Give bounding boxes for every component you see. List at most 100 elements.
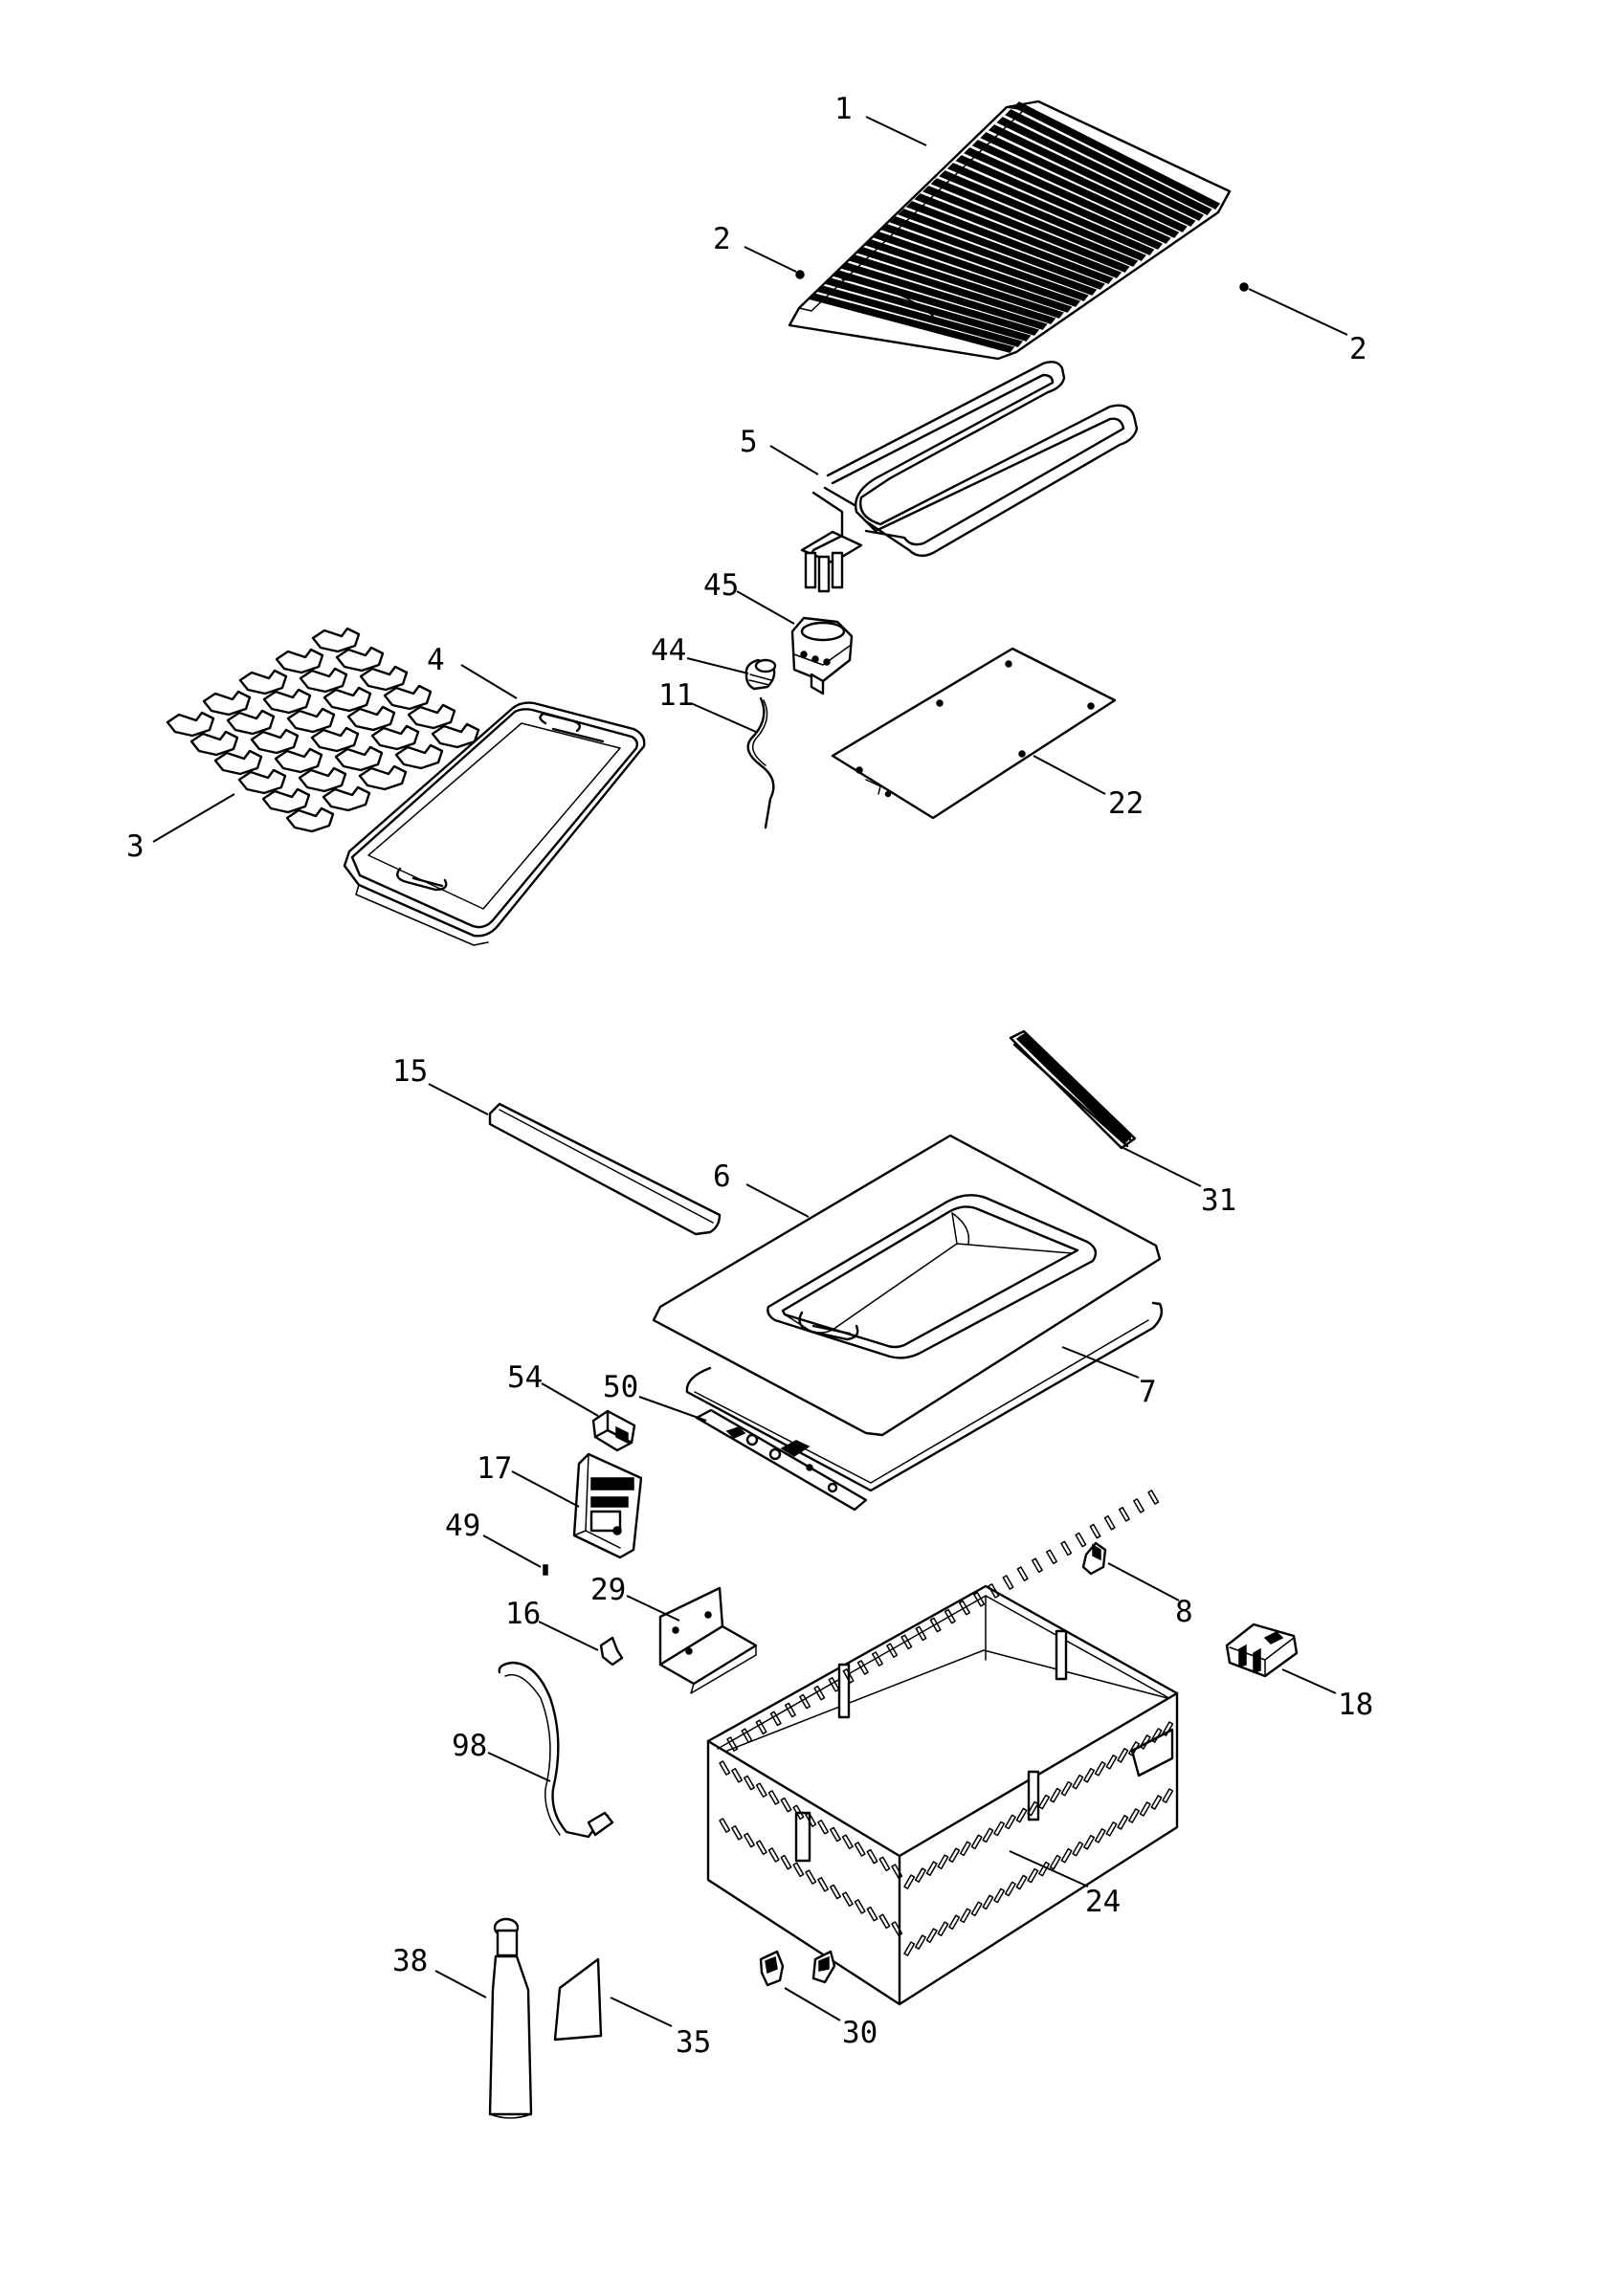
callout-8: 8 xyxy=(1175,1595,1193,1629)
briquette xyxy=(335,646,385,673)
grate-bar xyxy=(980,132,1188,232)
vent-slot xyxy=(973,1592,986,1607)
grate-bar xyxy=(971,140,1180,238)
vent-slot xyxy=(900,1634,913,1650)
vent-slot xyxy=(948,1914,961,1931)
grate-bar xyxy=(848,254,1056,324)
vent-slot xyxy=(741,1728,753,1743)
vent-slot xyxy=(886,1643,899,1659)
part-terminal-block xyxy=(790,616,854,695)
vent-slot xyxy=(805,1869,817,1885)
vent-slot xyxy=(1083,1767,1096,1783)
vent-slot xyxy=(1150,1728,1163,1743)
part-clip xyxy=(599,1636,624,1667)
vent-slot xyxy=(828,1676,840,1692)
grate-bar xyxy=(955,155,1163,250)
grate-bar xyxy=(856,247,1064,319)
grate-bar xyxy=(1012,101,1221,210)
grate-bar xyxy=(864,239,1073,313)
vent-slot xyxy=(1072,1774,1084,1790)
vent-slot xyxy=(1002,1575,1014,1590)
vent-slot xyxy=(1118,1507,1130,1522)
briquette xyxy=(286,707,336,734)
part-bracket xyxy=(658,1586,758,1694)
grate-bar xyxy=(996,117,1204,221)
briquette xyxy=(310,726,360,753)
briquette xyxy=(431,722,480,749)
briquette xyxy=(358,764,408,791)
callout-44: 44 xyxy=(651,633,686,668)
callout-15: 15 xyxy=(392,1054,428,1089)
vent-slot xyxy=(854,1899,866,1914)
callout-16: 16 xyxy=(505,1597,541,1631)
vent-slot xyxy=(914,1867,926,1883)
vent-slot xyxy=(805,1812,817,1827)
vent-slot xyxy=(929,1617,942,1633)
leader-line xyxy=(428,1083,489,1115)
vent-slot xyxy=(1089,1523,1101,1539)
grate-bar xyxy=(905,201,1114,284)
vent-slot xyxy=(1128,1808,1140,1823)
grate-bar xyxy=(839,262,1048,330)
vent-slot xyxy=(1031,1557,1043,1574)
vent-slot xyxy=(842,1668,855,1684)
vent-slot xyxy=(1083,1834,1096,1850)
part-bottom-plate xyxy=(831,647,1117,820)
grate-bar xyxy=(898,209,1105,290)
grate-bar xyxy=(873,232,1081,307)
callout-45: 45 xyxy=(703,568,739,603)
part-screw-right xyxy=(1239,282,1249,292)
vent-slot xyxy=(1103,1514,1116,1531)
grate-bar xyxy=(922,186,1130,273)
grate-bar xyxy=(1005,109,1212,215)
vent-slot xyxy=(993,1888,1006,1904)
leader-line xyxy=(736,590,795,625)
part-terminal-block-2 xyxy=(1225,1623,1299,1678)
vent-slot xyxy=(829,1826,841,1843)
briquette xyxy=(285,806,335,833)
part-briquettes xyxy=(166,627,480,833)
vent-slot xyxy=(743,1775,755,1791)
part-control-board xyxy=(695,1408,868,1512)
briquette xyxy=(394,743,444,770)
briquette xyxy=(274,747,323,774)
leader-line xyxy=(434,1970,487,1998)
briquette xyxy=(322,686,372,713)
part-trim-strip xyxy=(488,1102,722,1236)
grate-bar xyxy=(815,285,1023,347)
callout-31: 31 xyxy=(1201,1183,1236,1218)
vent-slot xyxy=(915,1625,927,1642)
vent-slot xyxy=(970,1834,983,1850)
briquette xyxy=(407,703,456,730)
part-tube xyxy=(488,1917,533,2119)
briquette xyxy=(370,724,420,751)
vent-slot xyxy=(866,1848,878,1865)
vent-slot xyxy=(959,1908,971,1924)
grate-bar xyxy=(832,270,1040,336)
leader-line xyxy=(511,1470,580,1508)
vent-slot xyxy=(841,1834,854,1850)
grate-bar xyxy=(889,216,1098,296)
leader-line xyxy=(1281,1668,1337,1694)
callout-24: 24 xyxy=(1085,1885,1121,1919)
part-screw-left xyxy=(795,270,805,279)
leader-line xyxy=(1119,1145,1202,1187)
vent-slot xyxy=(1128,1741,1140,1756)
part-grill-grate xyxy=(788,99,1232,361)
part-rail xyxy=(1009,1029,1137,1150)
vent-slot xyxy=(1117,1748,1129,1763)
briquette xyxy=(346,705,396,732)
part-housing xyxy=(706,1490,1179,2006)
vent-slot xyxy=(817,1876,830,1892)
briquette xyxy=(322,785,371,812)
vent-slot xyxy=(780,1854,792,1870)
vent-slot xyxy=(1147,1490,1160,1505)
vent-slot xyxy=(1038,1861,1051,1877)
leader-line xyxy=(487,1752,551,1782)
leader-line xyxy=(769,445,819,475)
briquette xyxy=(213,749,263,776)
vent-slot xyxy=(866,1906,878,1922)
callout-30: 30 xyxy=(842,2016,878,2050)
vent-slot xyxy=(1094,1827,1106,1843)
